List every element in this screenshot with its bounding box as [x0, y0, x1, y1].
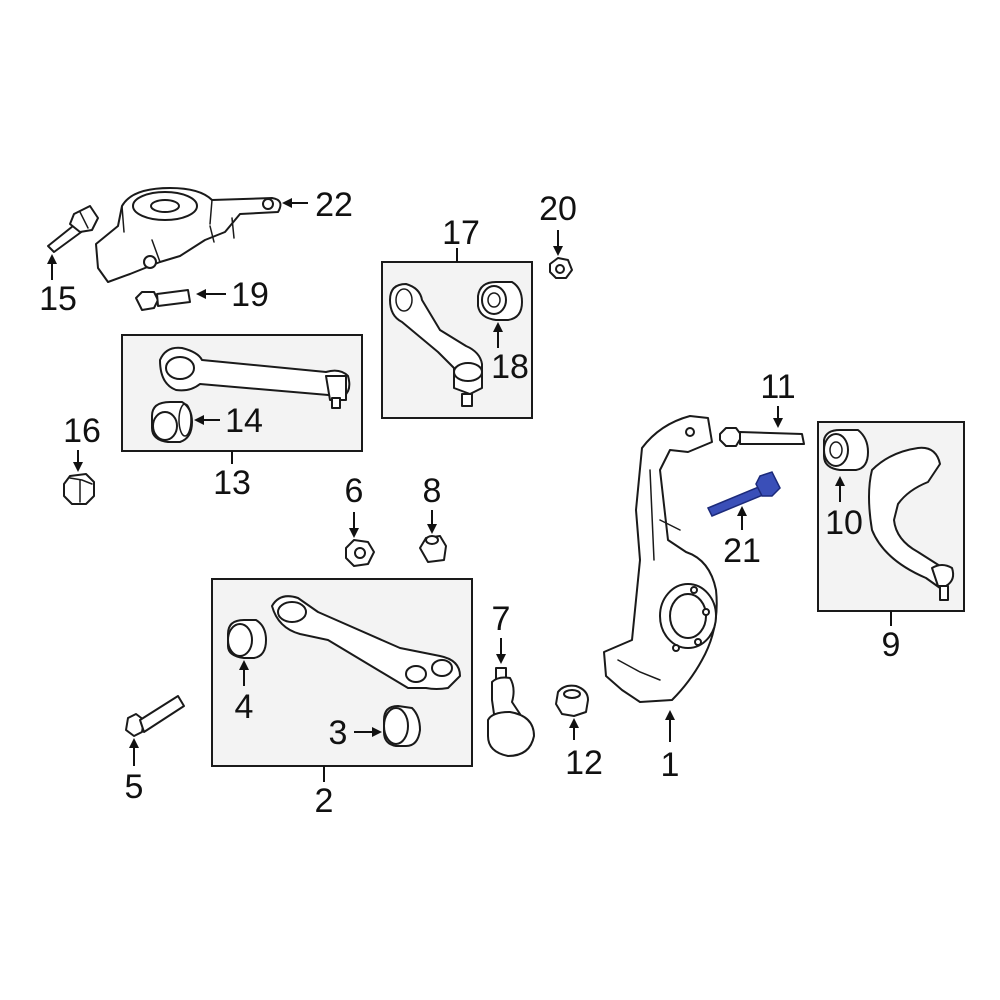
callout-21[interactable]: 21: [723, 532, 761, 570]
part-22-bracket[interactable]: [95, 187, 282, 283]
callout-16[interactable]: 16: [63, 412, 101, 450]
callout-9[interactable]: 9: [882, 626, 901, 664]
callout-18[interactable]: 18: [491, 348, 529, 386]
part-13-lateral-link[interactable]: [159, 346, 351, 409]
callout-10[interactable]: 10: [825, 504, 863, 542]
callout-labels: 1 2 3 4 5 6 7 8 9 10 11 12 13 14 15 16 1…: [39, 186, 900, 820]
callout-4[interactable]: 4: [235, 688, 254, 726]
leader-lines: [47, 198, 892, 782]
callout-6[interactable]: 6: [345, 472, 364, 510]
part-1-steering-knuckle[interactable]: [603, 415, 718, 703]
part-9-arm[interactable]: [868, 446, 955, 601]
callout-11[interactable]: 11: [760, 368, 795, 406]
part-12-nut[interactable]: [555, 684, 589, 717]
callout-19[interactable]: 19: [231, 276, 269, 314]
part-10-bushing[interactable]: [823, 429, 869, 471]
part-4-bushing[interactable]: [227, 619, 267, 659]
callout-17[interactable]: 17: [442, 214, 480, 252]
part-8-nut[interactable]: [419, 535, 447, 563]
part-16-nut[interactable]: [63, 473, 95, 505]
part-11-bolt[interactable]: [719, 427, 805, 447]
part-7-ball-joint[interactable]: [487, 667, 535, 757]
callout-1[interactable]: 1: [661, 746, 680, 784]
part-3-bushing[interactable]: [383, 705, 421, 747]
callout-12[interactable]: 12: [565, 744, 603, 782]
part-2-lower-arm[interactable]: [271, 595, 461, 690]
part-5-bolt[interactable]: [125, 695, 185, 737]
part-21-bolt-highlighted[interactable]: [706, 471, 781, 517]
callout-14[interactable]: 14: [225, 402, 263, 440]
callout-15[interactable]: 15: [39, 280, 77, 318]
part-19-bolt[interactable]: [135, 289, 191, 311]
part-14-bushing[interactable]: [151, 401, 193, 443]
callout-7[interactable]: 7: [492, 600, 511, 638]
callout-2[interactable]: 2: [315, 782, 334, 820]
callout-8[interactable]: 8: [423, 472, 442, 510]
part-18-bushing[interactable]: [477, 281, 523, 321]
callout-20[interactable]: 20: [539, 190, 577, 228]
callout-3[interactable]: 3: [329, 714, 348, 752]
callout-13[interactable]: 13: [213, 464, 251, 502]
part-6-nut[interactable]: [345, 539, 375, 567]
part-20-nut[interactable]: [549, 257, 573, 279]
part-15-bolt[interactable]: [47, 205, 99, 253]
callout-22[interactable]: 22: [315, 186, 353, 224]
callout-5[interactable]: 5: [125, 768, 144, 806]
part-17-arm[interactable]: [389, 283, 483, 407]
